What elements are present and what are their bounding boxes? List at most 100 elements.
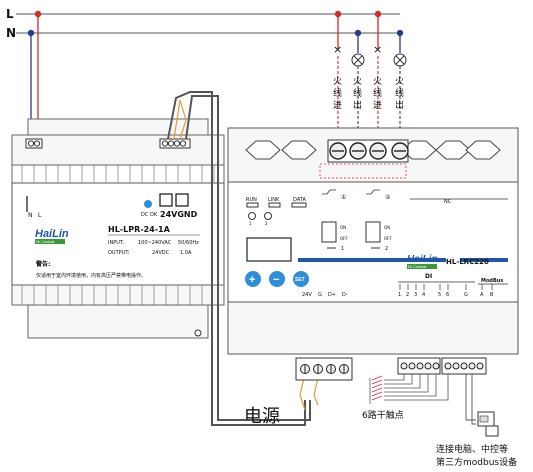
- relay-2-label: ②: [385, 194, 391, 201]
- dc-ok-label: DC OK: [141, 212, 158, 218]
- psu-input-value: 100~240VAC: [138, 240, 172, 246]
- load-label-2: 火 线 出: [353, 76, 362, 111]
- svg-text:出: 出: [353, 99, 362, 111]
- svg-text:SET: SET: [295, 277, 305, 283]
- led-link-label: LINK: [268, 197, 280, 203]
- svg-text:1: 1: [341, 246, 344, 252]
- psu-top-vents: [21, 165, 215, 182]
- dry-contacts: [369, 374, 449, 404]
- psu-warning-text: 仅适用于室内环境使用，内有高压严禁带电操作。: [36, 272, 146, 279]
- computer-label-line2: 第三方modbus设备: [436, 456, 517, 468]
- power-label: 电源: [244, 406, 280, 427]
- led-run-label: RUN: [246, 197, 257, 203]
- psu-terminal-l: L: [38, 212, 42, 219]
- psu-mount-hole: [194, 329, 202, 337]
- svg-text:1: 1: [249, 221, 252, 226]
- breaker-mark-icon: ×: [333, 43, 342, 56]
- minus-button[interactable]: [269, 271, 285, 287]
- power-supply: N L HaiLin HL Controls DC OK 24VGND HL-L…: [11, 118, 225, 339]
- controller-brand: HaiLin: [407, 254, 438, 265]
- computer-label-line1: 连接电脑、中控等: [436, 443, 508, 455]
- di-terminals: [397, 357, 487, 375]
- svg-text:5: 5: [438, 292, 441, 298]
- svg-text:OFF: OFF: [384, 236, 392, 241]
- svg-text:2: 2: [406, 292, 409, 298]
- controller-brand-bar: [407, 264, 437, 269]
- breaker-mark-icon: ×: [373, 43, 382, 56]
- computer-icon: [477, 411, 499, 437]
- relay-1-label: ①: [341, 194, 346, 201]
- psu-output-value: 24VDC: [152, 250, 170, 256]
- svg-text:线: 线: [395, 87, 404, 99]
- live-line-label: L: [6, 7, 14, 21]
- svg-text:线: 线: [373, 87, 382, 99]
- psu-output-terminals: [159, 138, 191, 149]
- set-button[interactable]: [293, 271, 309, 287]
- relay-switch-1[interactable]: [321, 221, 337, 243]
- relay-switch-2[interactable]: [365, 221, 381, 243]
- psu-bottom-vents: [21, 285, 203, 305]
- modbus-wires: [465, 374, 476, 425]
- lamp-icon: [393, 53, 407, 67]
- power-wires: [167, 91, 319, 426]
- controller-display: [246, 237, 292, 262]
- psu-output-label-text: OUTPUT:: [108, 250, 130, 256]
- psu-model: HL-LPR-24-1A: [108, 225, 171, 234]
- svg-text:G: G: [318, 292, 322, 298]
- psu-input-terminals: [25, 138, 43, 149]
- psu-brand: HaiLin: [35, 228, 69, 240]
- svg-text:2: 2: [385, 246, 388, 252]
- psu-output-current: 1.0A: [180, 250, 192, 256]
- power-port-labels: 24V G D+ D-: [302, 292, 348, 298]
- link-button[interactable]: [264, 212, 272, 220]
- load-label-3: 火 线 进: [373, 76, 382, 111]
- svg-text:火: 火: [395, 76, 404, 87]
- run-button[interactable]: [248, 212, 256, 220]
- svg-text:1: 1: [398, 292, 401, 298]
- svg-text:ON: ON: [384, 225, 390, 230]
- svg-text:4: 4: [422, 292, 425, 298]
- load-label-1: 火 线 进: [333, 76, 342, 111]
- svg-text:OFF: OFF: [340, 236, 348, 241]
- svg-text:火: 火: [353, 76, 362, 87]
- load-label-4: 火 线 出: [395, 76, 404, 111]
- svg-text:D+: D+: [328, 292, 336, 298]
- svg-text:进: 进: [333, 100, 342, 111]
- nc-label: NC: [444, 199, 452, 205]
- psu-input-label: INPUT:: [108, 240, 124, 246]
- controller-brand-sub: HL Controls: [408, 265, 427, 269]
- svg-text:线: 线: [333, 87, 342, 99]
- psu-terminal-n: N: [28, 212, 33, 219]
- svg-text:进: 进: [373, 100, 382, 111]
- live-junction: [34, 10, 42, 18]
- svg-text:G: G: [464, 292, 468, 298]
- controller-model: HL-LRC220: [446, 258, 489, 266]
- svg-text:B: B: [490, 292, 494, 298]
- svg-text:6: 6: [446, 292, 449, 298]
- psu-bottom-cap: [27, 304, 209, 339]
- svg-text:3: 3: [414, 292, 417, 298]
- svg-text:A: A: [480, 292, 484, 298]
- svg-text:−: −: [273, 274, 279, 286]
- controller-bottom: [227, 301, 519, 355]
- modbus-label: ModBus: [481, 278, 503, 284]
- neutral-junction: [27, 29, 35, 37]
- power-terminals: [295, 357, 353, 381]
- load-labels: 火 线 进 火 线 出 火 线 进 火 线 出: [333, 76, 404, 111]
- psu-brand-bar: [35, 239, 65, 244]
- relay-indicators: ① ② NC: [322, 189, 508, 205]
- psu-input-freq: 50/60Hz: [178, 240, 199, 246]
- svg-text:+: +: [249, 274, 255, 286]
- svg-text:ON: ON: [340, 225, 346, 230]
- bus-lines: L N × ×: [6, 7, 407, 143]
- svg-text:出: 出: [395, 99, 404, 111]
- svg-text:线: 线: [353, 87, 362, 99]
- dc-ok-led: [144, 200, 152, 208]
- controller: RUN LINK DATA 1 2 ① ② NC ON OFF 1 ON OFF…: [227, 127, 519, 381]
- port-labels: 1 2 3 4 5 6 G A B: [398, 292, 494, 298]
- plus-button[interactable]: [245, 271, 261, 287]
- svg-text:2: 2: [265, 221, 268, 226]
- psu-body: [11, 182, 225, 286]
- led-data-label: DATA: [293, 197, 306, 203]
